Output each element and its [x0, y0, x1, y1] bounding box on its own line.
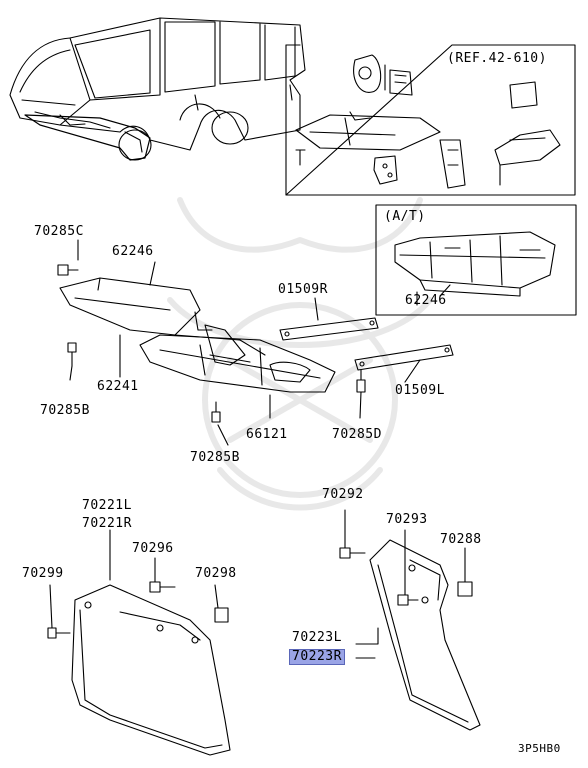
leader-lines	[49, 239, 466, 659]
part-label-62246-top[interactable]: 62246	[112, 244, 154, 259]
ref-label: (REF.42-610)	[447, 51, 547, 66]
van-illustration	[9, 17, 306, 161]
part-label-66121[interactable]: 66121	[246, 427, 288, 442]
at-label: (A/T)	[384, 209, 426, 224]
part-label-70285d[interactable]: 70285D	[332, 427, 382, 442]
part-label-70293[interactable]: 70293	[386, 512, 428, 527]
part-label-70223r-highlighted[interactable]: 70223R	[289, 649, 345, 665]
part-label-62241[interactable]: 62241	[97, 379, 139, 394]
part-label-70298[interactable]: 70298	[195, 566, 237, 581]
part-label-01509l[interactable]: 01509L	[395, 383, 445, 398]
part-label-70223l[interactable]: 70223L	[292, 630, 342, 645]
part-label-70299[interactable]: 70299	[22, 566, 64, 581]
part-label-70292[interactable]: 70292	[322, 487, 364, 502]
part-label-70288[interactable]: 70288	[440, 532, 482, 547]
right-splash-guard	[369, 539, 481, 731]
part-label-01509r[interactable]: 01509R	[278, 282, 328, 297]
left-splash-guard	[71, 584, 231, 756]
crossmember-assembly	[59, 277, 454, 393]
part-label-70221l[interactable]: 70221L	[82, 498, 132, 513]
part-label-70285c[interactable]: 70285C	[34, 224, 84, 239]
bolts	[47, 264, 473, 639]
part-label-70221r[interactable]: 70221R	[82, 516, 132, 531]
part-label-70296[interactable]: 70296	[132, 541, 174, 556]
part-label-70285b-left[interactable]: 70285B	[40, 403, 90, 418]
part-label-70285b-bottom[interactable]: 70285B	[190, 450, 240, 465]
ref-box	[285, 44, 576, 196]
part-label-62246-at[interactable]: 62246	[405, 293, 447, 308]
at-box	[375, 204, 577, 316]
watermark-logo	[167, 197, 433, 511]
footer-code: 3P5HB0	[518, 742, 561, 755]
